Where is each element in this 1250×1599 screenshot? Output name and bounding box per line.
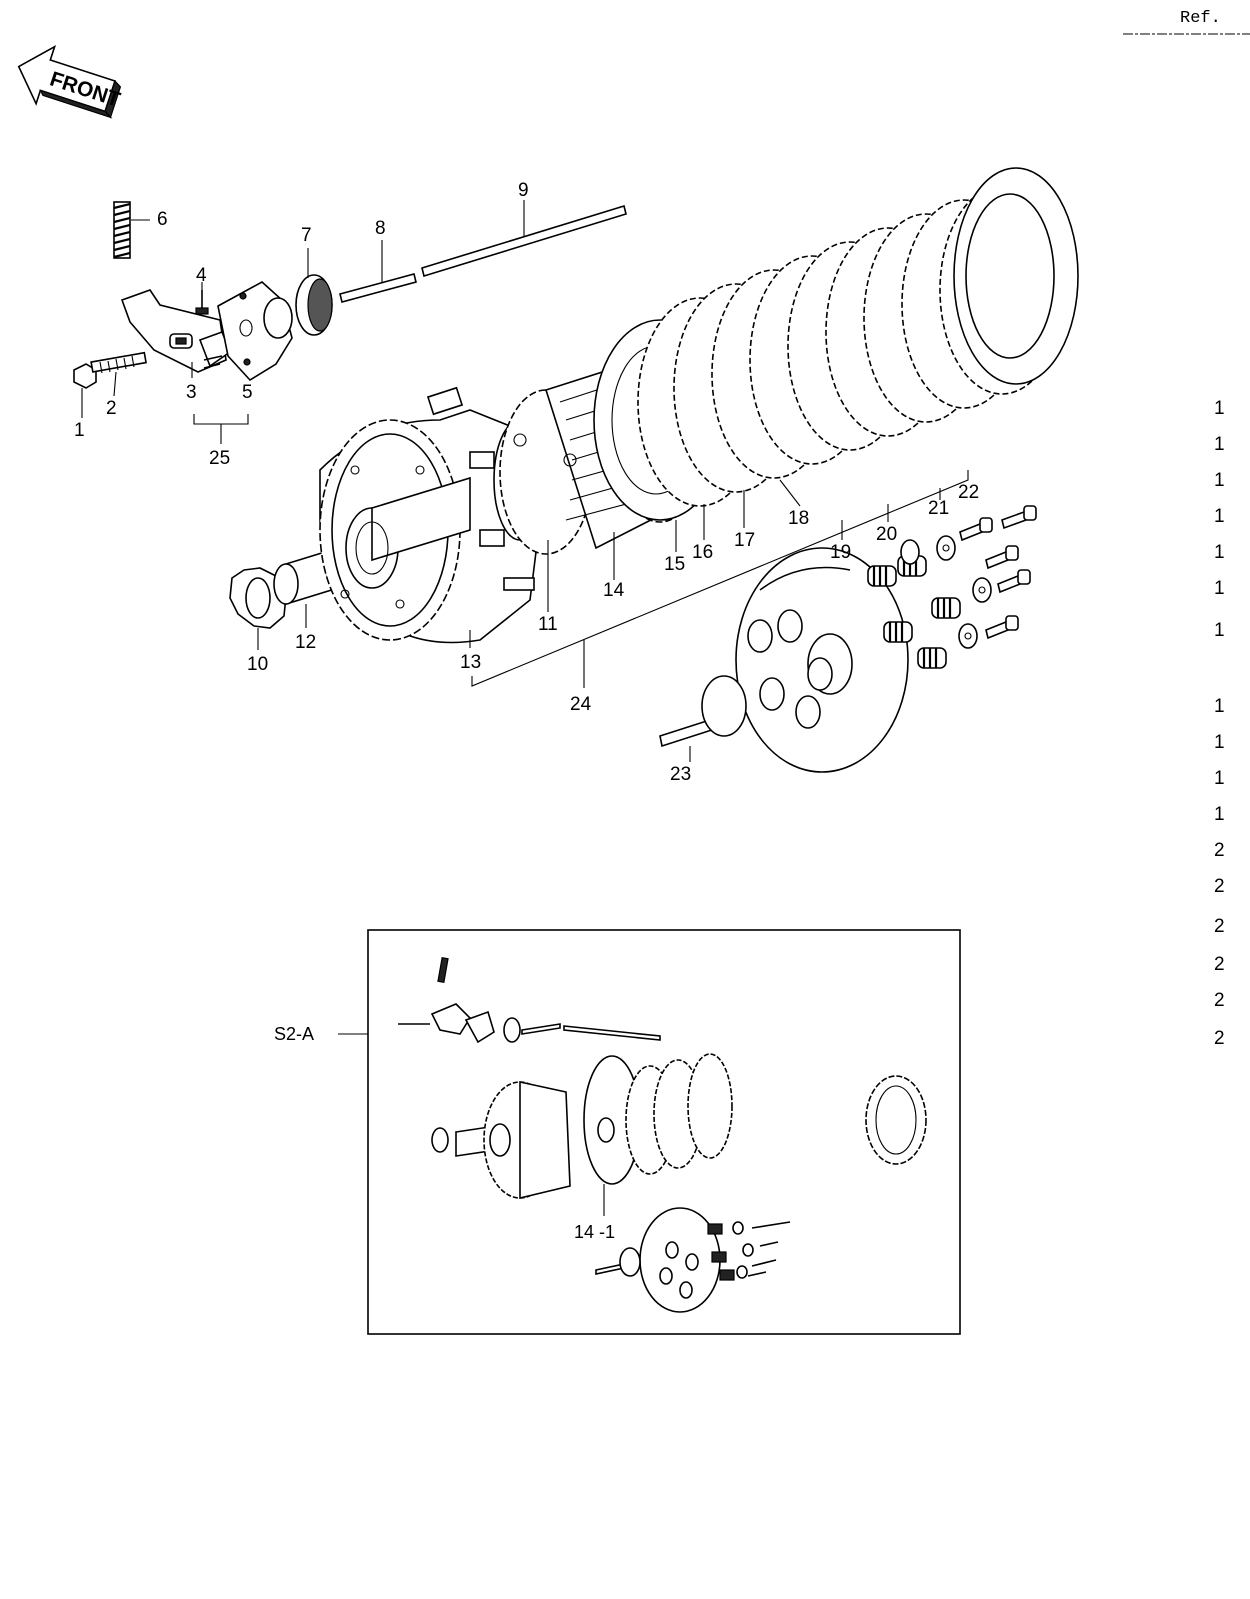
part-23-push-piece xyxy=(659,675,747,748)
part-21-washers xyxy=(900,535,992,649)
callout-11: 12 xyxy=(295,632,316,653)
part-4-screw xyxy=(195,290,209,315)
svg-text:2: 2 xyxy=(1214,1028,1225,1049)
part-8-push-rod-short xyxy=(339,273,417,303)
callout-6: 6 xyxy=(157,209,168,230)
front-arrow-badge: FRONT xyxy=(17,44,123,119)
svg-text:2: 2 xyxy=(1214,990,1225,1011)
svg-text:1: 1 xyxy=(1214,542,1225,563)
callout-12: 11 xyxy=(538,614,558,635)
svg-text:1: 1 xyxy=(1214,578,1225,599)
part-3-release-lever xyxy=(120,289,231,373)
leader-lines xyxy=(81,200,941,762)
part-7-adjuster xyxy=(295,274,333,336)
svg-text:1: 1 xyxy=(1214,804,1225,825)
callout-24: 24 xyxy=(570,694,592,715)
svg-text:2: 2 xyxy=(1214,916,1225,937)
callout-7: 7 xyxy=(301,225,312,246)
ref-text: Ref. xyxy=(1180,9,1221,28)
svg-text:1: 1 xyxy=(1214,620,1225,641)
callout-8: 8 xyxy=(375,218,386,239)
inset-part-label: 14 -1 xyxy=(574,1222,615,1242)
callout-13: 13 xyxy=(460,652,481,673)
part-10-tab-washer xyxy=(229,567,287,629)
callout-21: 21 xyxy=(928,498,949,519)
part-5-cover-flange xyxy=(217,281,293,382)
part-2-bolt xyxy=(90,351,147,374)
inset-label: S2-A xyxy=(274,1024,314,1044)
callout-5: 5 xyxy=(242,382,253,403)
part-22-bolts xyxy=(959,505,1037,640)
svg-text:2: 2 xyxy=(1214,954,1225,975)
right-edge-digits: 1 1 1 1 1 1 1 1 1 1 1 2 2 2 2 2 2 xyxy=(1214,398,1225,1049)
callout-9: 9 xyxy=(518,180,529,201)
callout-14: 14 xyxy=(603,580,625,601)
svg-text:2: 2 xyxy=(1214,876,1225,897)
svg-text:1: 1 xyxy=(1214,434,1225,455)
part-20-springs xyxy=(867,555,961,669)
part-1-nut xyxy=(73,363,97,389)
callout-4: 4 xyxy=(196,265,207,286)
inset-box-s2a: S2-A 14 -1 xyxy=(274,929,961,1335)
callout-10: 10 xyxy=(247,654,268,675)
part-6-spring xyxy=(113,201,131,259)
svg-text:1: 1 xyxy=(1214,470,1225,491)
svg-text:1: 1 xyxy=(1214,398,1225,419)
callout-18: 18 xyxy=(788,508,809,529)
callout-15: 15 xyxy=(664,554,685,575)
svg-text:1: 1 xyxy=(1214,506,1225,527)
parts-16-18-plate-stack xyxy=(637,167,1079,507)
callout-2: 2 xyxy=(106,398,117,419)
callout-25: 25 xyxy=(209,448,230,469)
callout-19: 19 xyxy=(830,542,851,563)
callout-1: 1 xyxy=(74,420,85,441)
part-19-pressure-plate xyxy=(735,547,909,773)
callout-16: 16 xyxy=(692,542,713,563)
callout-17: 17 xyxy=(734,530,755,551)
callout-22: 22 xyxy=(958,482,979,503)
svg-text:1: 1 xyxy=(1214,768,1225,789)
callout-23: 23 xyxy=(670,764,691,785)
part-13-clutch-housing xyxy=(319,386,541,644)
assembly-24-bracket xyxy=(471,470,969,688)
svg-text:1: 1 xyxy=(1214,696,1225,717)
svg-text:1: 1 xyxy=(1214,732,1225,753)
callout-3: 3 xyxy=(186,382,197,403)
svg-text:2: 2 xyxy=(1214,840,1225,861)
assembly-25-bracket xyxy=(193,414,249,444)
part-9-push-rod-long xyxy=(421,204,627,278)
callout-20: 20 xyxy=(876,524,897,545)
